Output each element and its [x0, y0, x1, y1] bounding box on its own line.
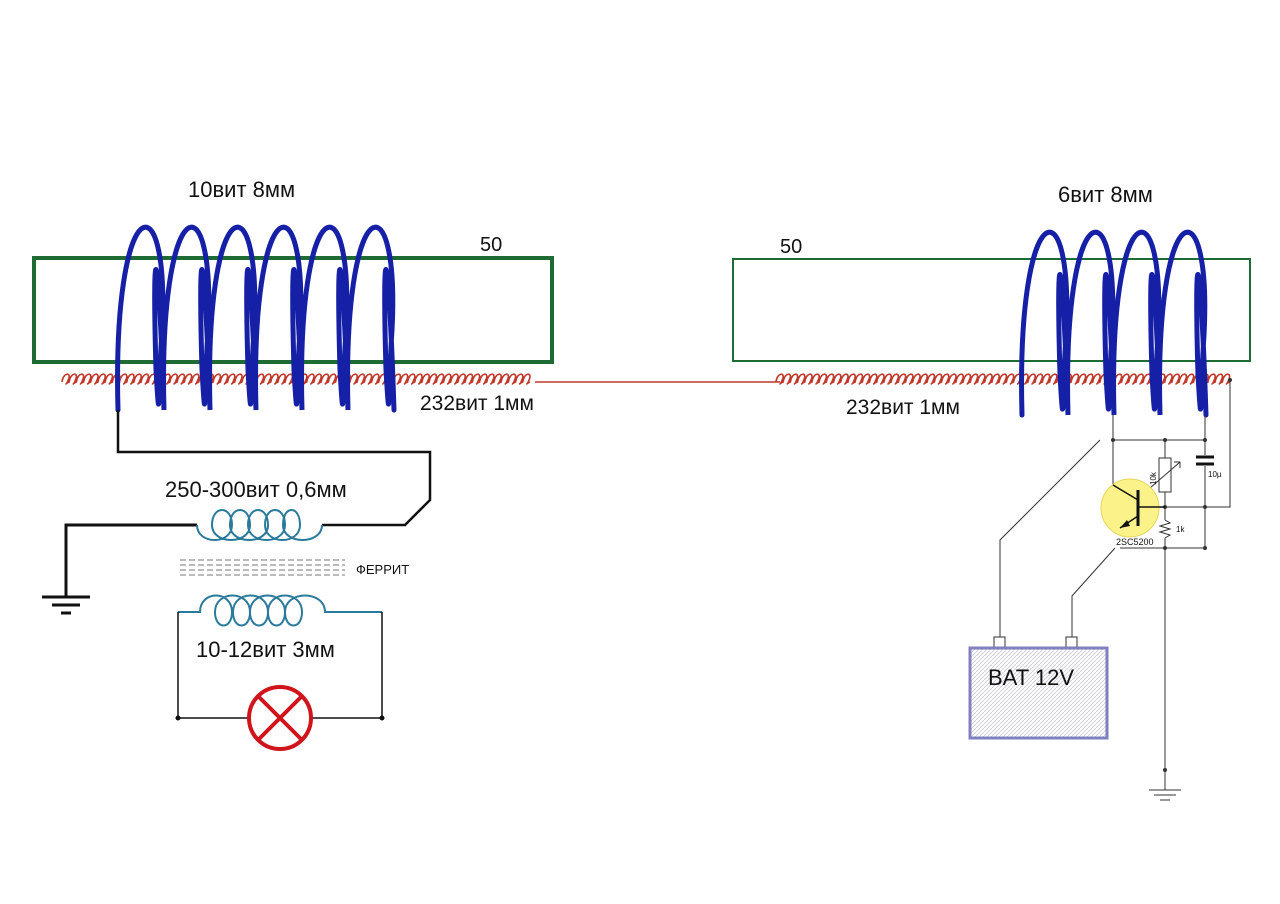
- left-rod-label: 50: [480, 234, 502, 256]
- capacitor-label: 10µ: [1208, 470, 1222, 479]
- transformer-primary-winding: [196, 509, 323, 541]
- transformer-secondary-label: 10-12вит 3мм: [196, 637, 335, 662]
- left-primary-coil: [115, 224, 397, 413]
- capacitor-10u: [1196, 455, 1214, 466]
- left-secondary-label: 232вит 1мм: [420, 392, 534, 415]
- lamp-icon: [247, 685, 313, 751]
- junction-dots: [1111, 378, 1232, 772]
- primary-turns: [115, 224, 397, 413]
- core-label: ФЕРРИТ: [356, 562, 409, 577]
- driver-wires: [999, 378, 1231, 790]
- right-primary-coil-label: 6вит 8мм: [1058, 182, 1153, 207]
- resistor-top-label: 10k: [1149, 471, 1158, 485]
- resistor-1k: [1158, 519, 1172, 539]
- right-secondary-label: 232вит 1мм: [846, 396, 960, 419]
- node-dot: [175, 715, 181, 721]
- transformer-secondary-winding: [178, 594, 382, 627]
- right-rod-label: 50: [780, 236, 802, 258]
- ground-icon: [1149, 789, 1181, 801]
- node-dot: [379, 715, 385, 721]
- right-primary-coil: [1019, 229, 1209, 418]
- ground-wire: [64, 523, 197, 597]
- transistor-icon: [1100, 478, 1165, 538]
- transistor-label: 2SC5200: [1116, 537, 1154, 547]
- primary-turns: [1019, 229, 1209, 418]
- right-ferrite-rod: [732, 258, 1251, 362]
- ground-icon: [42, 595, 90, 615]
- left-coil-wire: [116, 410, 432, 527]
- ferrite-core: [180, 559, 345, 576]
- transformer-primary-label: 250-300вит 0,6мм: [165, 477, 347, 502]
- left-primary-coil-label: 10вит 8мм: [188, 177, 295, 202]
- resistor-bottom-label: 1k: [1176, 525, 1185, 534]
- trimmer-resistor-10k: [1149, 457, 1181, 493]
- battery: [968, 636, 1109, 740]
- battery-label: BAT 12V: [988, 665, 1074, 690]
